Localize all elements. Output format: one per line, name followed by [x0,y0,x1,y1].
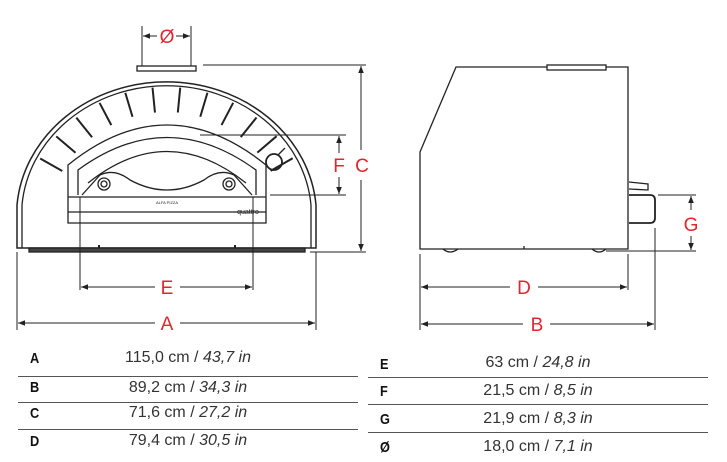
row-key: F [380,383,388,400]
dimensions-table-right: E 63 cm / 24,8 in F 21,5 cm / 8,5 in G 21,9… [368,350,708,461]
label-E: E [161,278,174,299]
row-value: 89,2 cm / 34,3 in [128,379,248,396]
dome-rib [199,92,209,118]
label-B: B [531,315,544,336]
side-view [419,64,656,253]
dome-rib [98,102,113,126]
label-D: D [517,278,531,299]
table-row: C 71,6 cm / 27,2 in [18,403,358,430]
door-knob-left [97,177,111,191]
row-value: 79,4 cm / 30,5 in [128,432,248,449]
dimensions-table-left: A 115,0 cm / 43,7 in B 89,2 cm / 34,3 in C… [18,346,358,456]
side-handle [629,194,656,224]
dome-outline [16,81,317,249]
dome-ribs [39,87,294,172]
door-arch-outer [67,124,267,224]
dome-rib [124,92,134,118]
door-knob-right [222,177,236,191]
dome-rib [151,87,156,113]
table-row: A 115,0 cm / 43,7 in [18,346,358,377]
dome-rib [39,157,63,172]
table-row: G 21,9 cm / 8,3 in [368,405,708,433]
row-key: B [30,379,40,396]
label-C: C [355,156,369,177]
dome-inner-line [21,85,312,248]
row-value: 18,0 cm / 7,1 in [483,438,593,455]
table-row: F 21,5 cm / 8,5 in [368,378,708,405]
label-A: A [161,314,174,335]
dome-rib [176,87,182,113]
row-key: D [30,433,40,450]
table-row: B 89,2 cm / 34,3 in [18,377,358,403]
row-value: 71,6 cm / 27,2 in [128,404,248,421]
door-handle [81,171,253,196]
front-view [16,65,317,253]
oven-dimension-diagram: ALFA PIZZA quattro Ø C F E A [16,26,699,336]
label-F: F [333,156,345,177]
row-value: 21,9 cm / 8,3 in [483,410,593,427]
door-opening [87,150,247,184]
row-key: E [380,356,389,373]
model-text: quattro [237,209,259,216]
side-knob [628,181,649,191]
row-value: 115,0 cm / 43,7 in [124,349,251,366]
dome-rib [220,102,235,126]
door-arch-inner [77,136,257,195]
side-body [419,66,629,250]
row-key: Ø [380,439,390,456]
base-plate [28,247,306,253]
dome-rib [75,116,93,138]
label-G: G [684,215,699,236]
table-row: Ø 18,0 cm / 7,1 in [368,433,708,461]
label-diameter: Ø [160,27,175,48]
row-value: 63 cm / 24,8 in [485,354,591,371]
dome-rib [239,116,258,138]
thermometer-icon [265,153,283,171]
row-value: 21,5 cm / 8,5 in [483,382,593,399]
dome-rib [256,135,278,154]
top-handle [546,64,607,71]
row-key: C [30,405,40,422]
table-row: D 79,4 cm / 30,5 in [18,430,358,456]
flue [136,65,197,72]
logo-text: ALFA PIZZA [156,200,178,205]
table-row: E 63 cm / 24,8 in [368,350,708,378]
row-key: A [30,350,40,367]
row-key: G [380,411,390,428]
dome-rib [55,135,77,154]
